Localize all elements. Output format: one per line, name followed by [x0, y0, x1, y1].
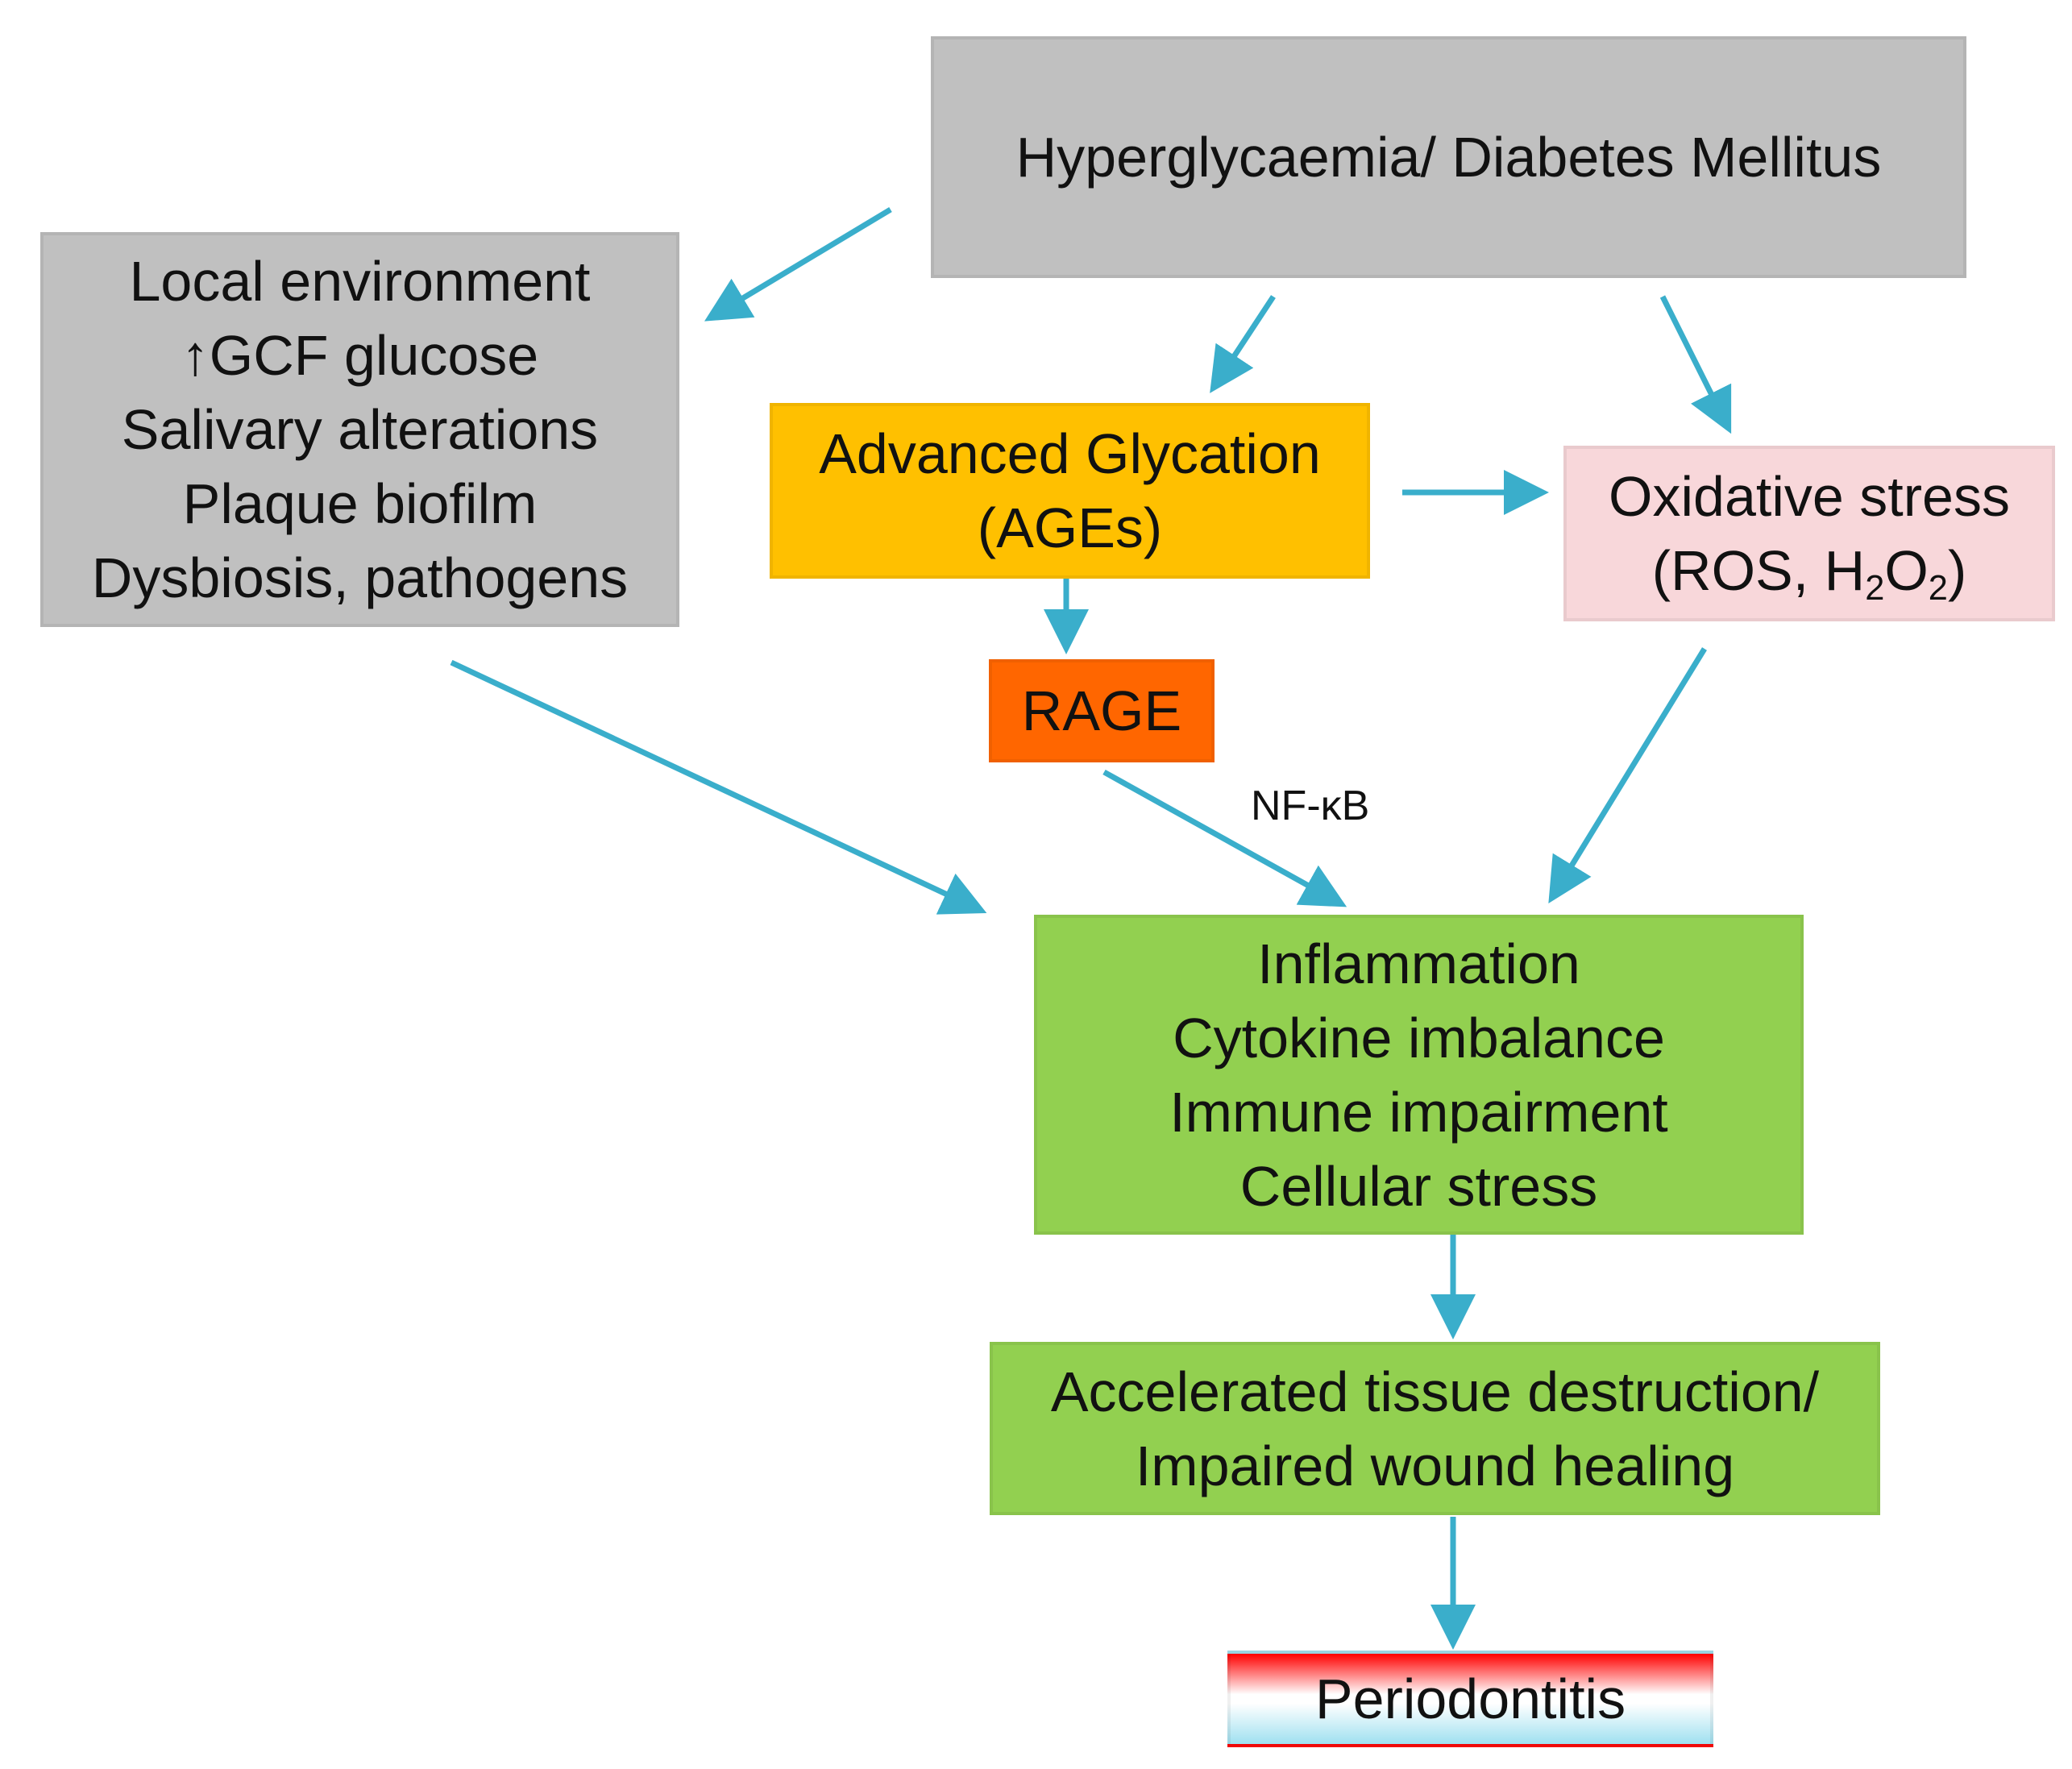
inflammation-box: Inflammation Cytokine imbalance Immune i… — [1034, 915, 1804, 1235]
immune-impairment-line: Immune impairment — [1169, 1080, 1668, 1144]
dysbiosis-pathogens-line: Dysbiosis, pathogens — [91, 546, 629, 609]
oxidative-stress-line: Oxidative stress — [1609, 465, 2010, 528]
nf-kb-label: NF-κB — [1251, 783, 1370, 829]
impaired-wound-healing-line: Impaired wound healing — [1135, 1434, 1735, 1497]
arrow-rage-to-inflammation — [1102, 769, 1347, 907]
ages-line: (AGEs) — [977, 496, 1163, 559]
ros-h2o2-line: (ROS, H2O2) — [1651, 539, 1967, 608]
arrow-hyperglycaemia-to-oxidative-stress — [1659, 295, 1732, 434]
hyperglycaemia-label: Hyperglycaemia/ Diabetes Mellitus — [1015, 126, 1882, 189]
periodontitis-label: Periodontitis — [1314, 1667, 1626, 1730]
arrow-oxidative-stress-to-inflammation — [1548, 647, 1707, 903]
local-environment-line: Local environment — [129, 250, 591, 313]
rage-label: RAGE — [1021, 679, 1182, 742]
cytokine-imbalance-line: Cytokine imbalance — [1173, 1006, 1665, 1069]
arrow-local-environment-to-inflammation — [450, 659, 987, 915]
arrow-hyperglycaemia-to-local-environment — [704, 206, 892, 322]
plaque-biofilm-line: Plaque biofilm — [182, 472, 538, 535]
arrow-hyperglycaemia-to-advanced-glycation — [1210, 295, 1276, 393]
accelerated-tissue-destruction-line: Accelerated tissue destruction/ — [1050, 1360, 1820, 1423]
local-environment-box: Local environment ↑GCF glucose Salivary … — [40, 232, 679, 627]
advanced-glycation-box: Advanced Glycation (AGEs) — [770, 403, 1370, 579]
advanced-glycation-line: Advanced Glycation — [819, 422, 1321, 485]
inflammation-line: Inflammation — [1257, 932, 1580, 995]
periodontitis-box: Periodontitis — [1227, 1651, 1713, 1747]
salivary-alterations-line: Salivary alterations — [121, 398, 599, 461]
gcf-glucose-line: ↑GCF glucose — [181, 324, 539, 387]
tissue-destruction-box: Accelerated tissue destruction/ Impaired… — [990, 1342, 1880, 1515]
hyperglycaemia-box: Hyperglycaemia/ Diabetes Mellitus — [931, 36, 1966, 278]
oxidative-stress-box: Oxidative stress (ROS, H2O2) — [1563, 446, 2055, 621]
cellular-stress-line: Cellular stress — [1239, 1154, 1598, 1218]
rage-box: RAGE — [989, 659, 1215, 762]
